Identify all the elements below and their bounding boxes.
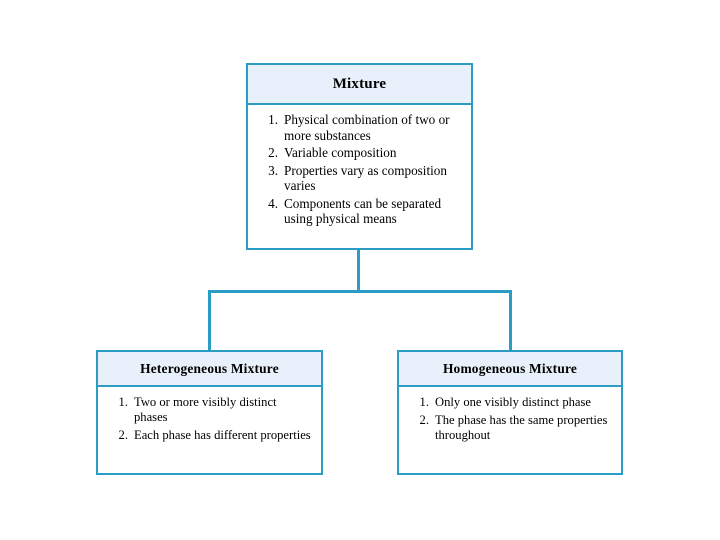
connector-drop-heterogeneous <box>208 290 211 351</box>
node-heterogeneous-mixture-title: Heterogeneous Mixture <box>98 352 321 387</box>
list-item: 2. Each phase has different properties <box>108 428 313 443</box>
list-item-number: 1. <box>118 395 128 409</box>
list-item: 1. Two or more visibly distinct phases <box>108 395 313 425</box>
connector-horizontal-bus <box>208 290 512 293</box>
node-mixture-title: Mixture <box>248 65 471 105</box>
node-mixture: Mixture 1. Physical combination of two o… <box>246 63 473 250</box>
connector-drop-homogeneous <box>509 290 512 351</box>
list-item-text: Physical combination of two or more subs… <box>284 112 450 143</box>
list-item-number: 1. <box>268 112 278 127</box>
list-item-number: 3. <box>268 162 278 178</box>
list-item-text: Two or more visibly distinct phases <box>134 395 277 424</box>
list-item-text: Only one visibly distinct phase <box>435 395 592 409</box>
node-mixture-item-list: 1. Physical combination of two or more s… <box>258 112 463 227</box>
list-item: 3. Properties vary as composition varies <box>258 163 463 194</box>
list-item-text: Each phase has different properties <box>134 427 311 442</box>
list-item: 4. Components can be separated using phy… <box>258 196 463 227</box>
node-heterogeneous-item-list: 1. Two or more visibly distinct phases 2… <box>108 395 313 443</box>
list-item-number: 2. <box>419 412 429 427</box>
list-item: 1. Physical combination of two or more s… <box>258 112 463 143</box>
list-item: 2. Variable composition <box>258 145 463 161</box>
list-item-number: 2. <box>118 427 128 442</box>
list-item: 2. The phase has the same properties thr… <box>409 413 613 443</box>
node-homogeneous-mixture-title: Homogeneous Mixture <box>399 352 621 387</box>
node-heterogeneous-mixture: Heterogeneous Mixture 1. Two or more vis… <box>96 350 323 475</box>
node-mixture-body: 1. Physical combination of two or more s… <box>248 105 471 248</box>
list-item: 1. Only one visibly distinct phase <box>409 395 613 410</box>
list-item-number: 2. <box>268 145 278 161</box>
node-homogeneous-mixture: Homogeneous Mixture 1. Only one visibly … <box>397 350 623 475</box>
list-item-text: Variable composition <box>284 145 397 161</box>
list-item-text: Properties vary as composition varies <box>284 162 447 194</box>
node-heterogeneous-mixture-body: 1. Two or more visibly distinct phases 2… <box>98 387 321 473</box>
connector-root-stem <box>357 250 360 292</box>
node-homogeneous-mixture-body: 1. Only one visibly distinct phase 2. Th… <box>399 387 621 473</box>
list-item-number: 4. <box>268 195 278 211</box>
list-item-text: Components can be separated using physic… <box>284 195 442 227</box>
list-item-text: The phase has the same properties throug… <box>435 412 608 442</box>
node-homogeneous-item-list: 1. Only one visibly distinct phase 2. Th… <box>409 395 613 443</box>
list-item-number: 1. <box>419 395 429 409</box>
